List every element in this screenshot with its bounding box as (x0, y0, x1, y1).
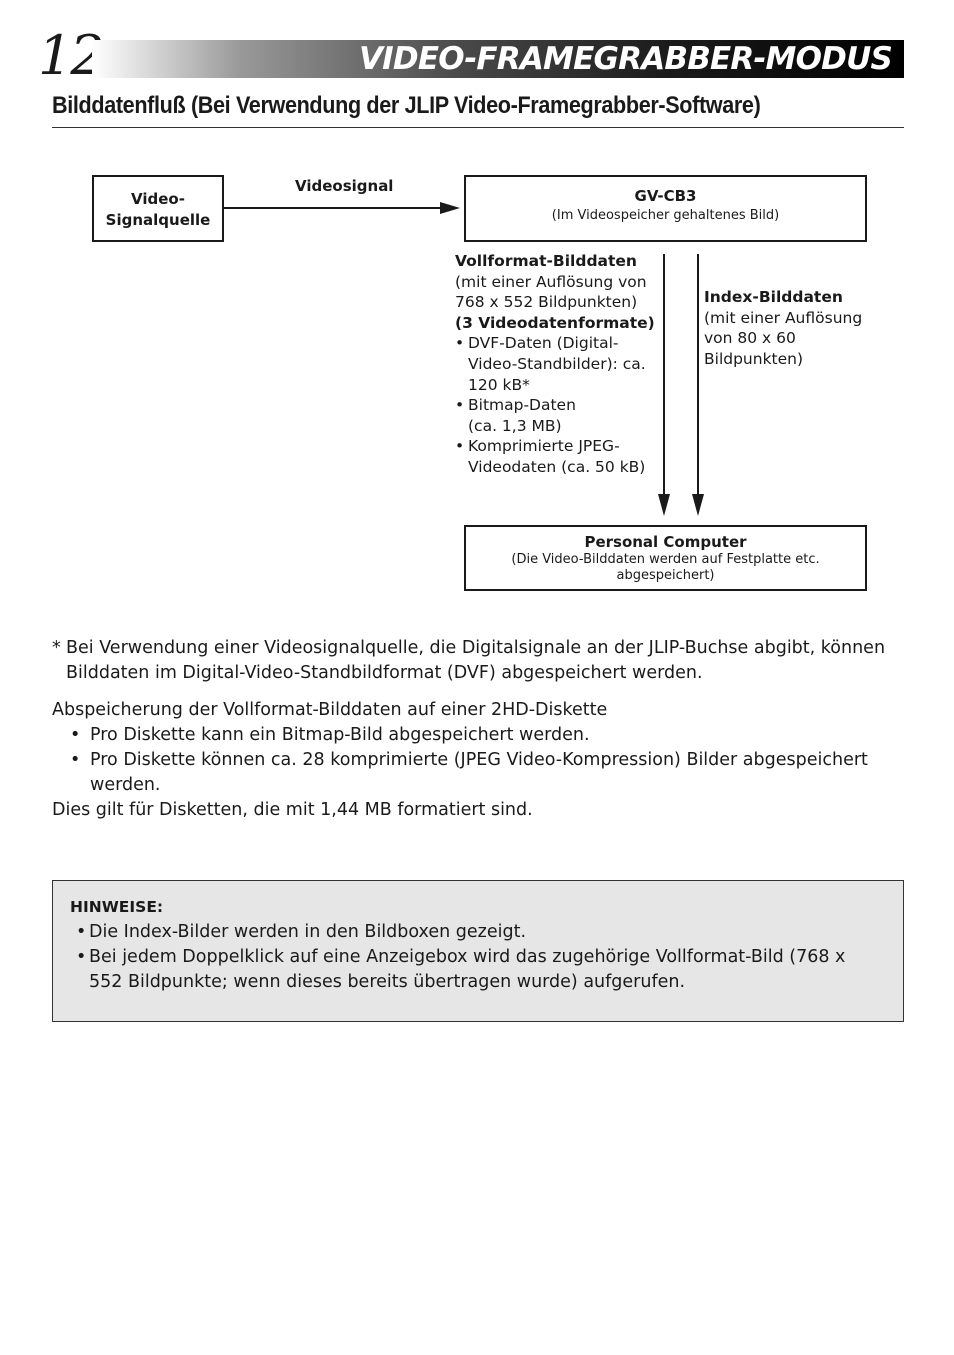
notes-item-text: Die Index-Bilder werden in den Bildboxen… (89, 922, 527, 942)
format-line: (ca. 1,3 MB) (468, 416, 562, 435)
video-source-line1: Video- (131, 190, 185, 208)
list-item-text: Pro Diskette kann ein Bitmap-Bild abgesp… (90, 725, 590, 745)
notes-item: • Die Index-Bilder werden in den Bildbox… (70, 920, 900, 945)
storage-heading: Abspeicherung der Vollformat-Bilddaten a… (52, 700, 608, 720)
index-description: Index-Bilddaten (mit einer Auflösung von… (704, 287, 879, 369)
notes-title: HINWEISE: (70, 898, 164, 916)
format-line: Bitmap-Daten (468, 396, 576, 415)
storage-section: Abspeicherung der Vollformat-Bilddaten a… (52, 698, 912, 823)
index-line: von 80 x 60 (704, 329, 796, 348)
bullet: • (76, 947, 87, 967)
index-line: (mit einer Auflösung (704, 308, 863, 327)
bullet: • (455, 396, 465, 415)
pc-title: Personal Computer (584, 533, 747, 551)
videosignal-label: Videosignal (295, 177, 394, 195)
list-item-text: werden. (90, 775, 161, 795)
personal-computer-box: Personal Computer (Die Video-Bilddaten w… (464, 525, 867, 591)
header-band (92, 40, 904, 78)
bullet: • (455, 437, 465, 456)
diagram-arrows (224, 202, 704, 516)
bullet: • (455, 334, 465, 353)
subtitle-rule (52, 127, 904, 128)
list-item: • Pro Diskette kann ein Bitmap-Bild abge… (52, 723, 912, 748)
list-item-text: Pro Diskette können ca. 28 komprimierte … (90, 750, 868, 770)
notes-item: • Bei jedem Doppelklick auf eine Anzeige… (70, 945, 900, 995)
index-line: Bildpunkten) (704, 349, 804, 368)
notes-box (52, 880, 904, 1022)
storage-closing: Dies gilt für Disketten, die mit 1,44 MB… (52, 800, 533, 820)
full-format-description: Vollformat-Bilddaten (mit einer Auflösun… (455, 251, 660, 478)
format-line: 120 kB* (468, 375, 530, 394)
list-item: • Pro Diskette können ca. 28 komprimiert… (52, 748, 912, 798)
page-subtitle: Bilddatenfluß (Bei Verwendung der JLIP V… (52, 92, 761, 119)
notes-list: • Die Index-Bilder werden in den Bildbox… (70, 920, 900, 995)
footnote-symbol: * (52, 638, 61, 658)
gv-cb3-title: GV-CB3 (634, 187, 697, 205)
video-source-line2: Signalquelle (105, 211, 211, 229)
videosignal-arrow (224, 202, 460, 214)
format-item-jpeg: • Komprimierte JPEG- Videodaten (ca. 50 … (455, 436, 660, 477)
footnote-line: Bilddaten im Digital-Video-Standbildform… (66, 663, 703, 683)
format-line: DVF-Daten (Digital- (468, 334, 619, 353)
formats-title: (3 Videodatenformate) (455, 313, 655, 332)
pc-subtitle-line1: (Die Video-Bilddaten werden auf Festplat… (511, 552, 820, 567)
bullet: • (76, 922, 87, 942)
notes-item-text: 552 Bildpunkte; wenn dieses bereits über… (89, 972, 686, 992)
bullet: • (70, 725, 81, 745)
format-line: Video-Standbilder): ca. (468, 354, 646, 373)
index-arrow (692, 254, 704, 516)
format-item-dvf: • DVF-Daten (Digital- Video-Standbilder)… (455, 333, 660, 395)
full-format-arrow (658, 254, 670, 516)
full-format-title: Vollformat-Bilddaten (455, 252, 637, 270)
format-line: Videodaten (ca. 50 kB) (468, 457, 646, 476)
full-format-line: (mit einer Auflösung von (455, 272, 647, 291)
format-item-bitmap: • Bitmap-Daten (ca. 1,3 MB) (455, 395, 660, 436)
notes-item-text: Bei jedem Doppelklick auf eine Anzeigebo… (89, 947, 846, 967)
pc-subtitle-line2: abgespeichert) (616, 568, 715, 583)
footnote: * Bei Verwendung einer Videosignalquelle… (52, 636, 912, 686)
section-title: VIDEO-FRAMEGRABBER-MODUS (358, 41, 893, 77)
gv-cb3-box: GV-CB3 (Im Videospeicher gehaltenes Bild… (464, 175, 867, 242)
format-line: Komprimierte JPEG- (468, 437, 620, 456)
index-title: Index-Bilddaten (704, 288, 843, 306)
footnote-line: Bei Verwendung einer Videosignalquelle, … (66, 638, 886, 658)
video-source-box: Video- Signalquelle (92, 175, 224, 242)
bullet: • (70, 750, 81, 770)
full-format-line: 768 x 552 Bildpunkten) (455, 293, 638, 312)
gv-cb3-subtitle: (Im Videospeicher gehaltenes Bild) (551, 208, 780, 223)
